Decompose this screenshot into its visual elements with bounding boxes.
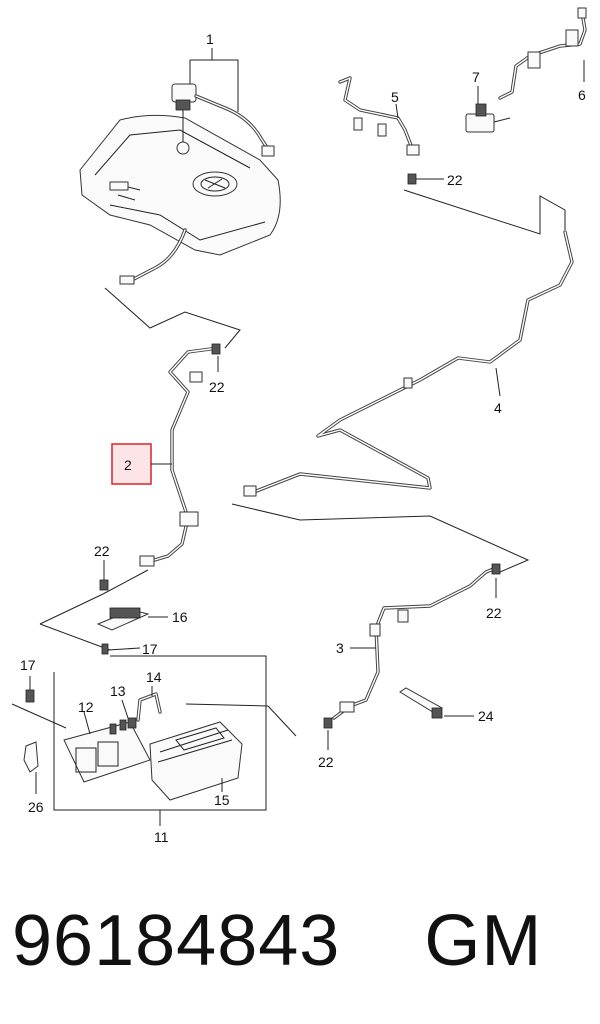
clip-22 [323, 717, 333, 729]
hose-14 [136, 692, 162, 722]
callout-22: 22 [486, 605, 502, 621]
bracket-26 [23, 741, 39, 773]
vapor-hose-5 [338, 76, 420, 156]
canister-12 [63, 719, 151, 783]
clip-22 [491, 563, 501, 575]
callout-7: 7 [472, 69, 480, 85]
solenoid-7 [465, 103, 495, 133]
clip-22 [407, 173, 417, 185]
callout-2: 2 [124, 457, 132, 473]
tie-strap-24 [399, 687, 443, 719]
callout-6: 6 [578, 87, 586, 103]
part-number-caption: 96184843 GM [12, 901, 543, 981]
guide-line-4 [403, 189, 566, 235]
bracket-16 [96, 607, 150, 631]
clip-22 [99, 579, 109, 591]
group-box-11 [53, 655, 267, 811]
fuel-pipe-4 [243, 230, 574, 497]
callout-16: 16 [172, 609, 188, 625]
fuel-system-exploded-diagram: 1 5 7 6 22 22 4 2 22 22 16 3 17 17 14 13… [11, 7, 587, 845]
connector-13 [127, 717, 137, 729]
fuel-pipe-2 [139, 346, 220, 567]
fuel-pipe-3 [332, 566, 498, 720]
callout-17: 17 [20, 657, 36, 673]
callout-22: 22 [94, 543, 110, 559]
callout-24: 24 [478, 708, 494, 724]
callout-3: 3 [336, 640, 344, 656]
callout-22: 22 [447, 172, 463, 188]
clip-22 [211, 343, 221, 355]
callout-leader-1 [189, 48, 239, 112]
callout-13: 13 [110, 683, 126, 699]
callout-15: 15 [214, 792, 230, 808]
highlighted-callout-2[interactable] [111, 443, 152, 485]
callout-14: 14 [146, 669, 162, 685]
callout-5: 5 [391, 89, 399, 105]
callout-12: 12 [78, 699, 94, 715]
fuel-tank [79, 114, 281, 256]
callout-22: 22 [209, 379, 225, 395]
callout-17: 17 [142, 641, 158, 657]
bolt-17 [25, 689, 35, 703]
callout-leader-5 [395, 103, 399, 119]
callout-22: 22 [318, 754, 334, 770]
canister-housing-15 [149, 721, 243, 801]
callout-26: 26 [28, 799, 44, 815]
vent-valve-hose-assembly [119, 83, 275, 285]
callout-11: 11 [154, 829, 169, 845]
callout-1: 1 [206, 31, 214, 47]
callout-4: 4 [494, 400, 502, 416]
vapor-hose-6 [498, 7, 587, 100]
bolt-17 [101, 643, 109, 655]
